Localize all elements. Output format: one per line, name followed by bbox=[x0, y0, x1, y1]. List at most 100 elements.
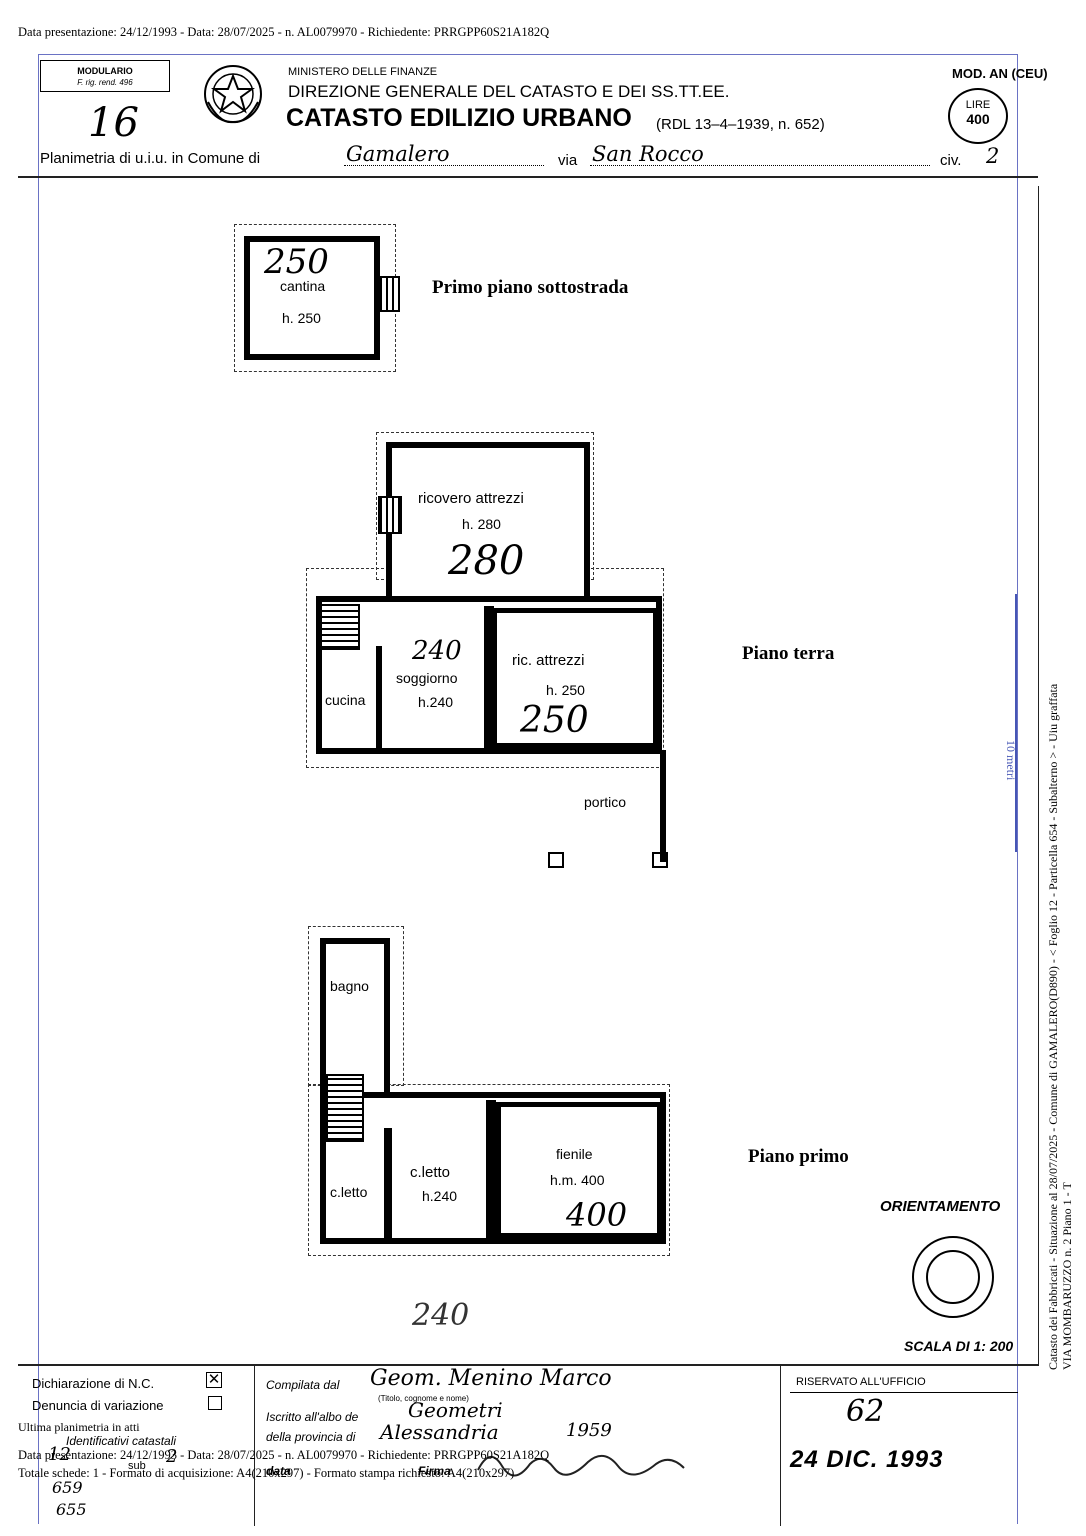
footer-divider-1 bbox=[254, 1366, 255, 1526]
signature-graphic bbox=[477, 1455, 685, 1477]
republic-emblem-icon bbox=[204, 65, 262, 124]
first-stairs bbox=[326, 1074, 364, 1142]
frame-right bbox=[1017, 54, 1018, 1524]
denuncia-checkbox[interactable] bbox=[208, 1396, 222, 1410]
soggiorno-hand: 240 bbox=[412, 636, 462, 666]
scale-label: SCALA DI 1: 200 bbox=[904, 1338, 1014, 1354]
sheet-right-edge bbox=[1038, 186, 1039, 1366]
titolo-hint: (Titolo, cognome e nome) bbox=[378, 1394, 469, 1403]
civ-value: 2 bbox=[986, 144, 1000, 168]
footer-totale-line: Totale schede: 1 - Formato di acquisizio… bbox=[18, 1466, 515, 1480]
comune-value: Gamalero bbox=[346, 142, 450, 166]
cletto-2-height: h.240 bbox=[422, 1188, 458, 1204]
cletto-2-label: c.letto bbox=[410, 1164, 451, 1181]
civ-label: civ. bbox=[940, 152, 962, 169]
data-label: data bbox=[266, 1464, 291, 1478]
direction: DIREZIONE GENERALE DEL CATASTO E DEI SS.… bbox=[288, 82, 730, 101]
ric-attrezzi-height: h. 250 bbox=[546, 682, 585, 698]
wall-soggiorno bbox=[484, 606, 494, 754]
portico-column-2 bbox=[652, 852, 668, 868]
albo-number: 1959 bbox=[566, 1420, 612, 1441]
portico-column-1 bbox=[548, 852, 564, 868]
ric-attrezzi-room bbox=[492, 608, 658, 748]
ground-ext-stairs bbox=[378, 496, 402, 534]
basement-title: Primo piano sottostrada bbox=[432, 277, 629, 298]
dichiarazione-checkbox[interactable]: ✕ bbox=[206, 1371, 222, 1388]
scale-bar-label: 10 metri bbox=[1004, 740, 1018, 781]
footer-rule bbox=[18, 1364, 1038, 1366]
wall-cucina bbox=[376, 646, 382, 754]
comune-dots bbox=[344, 165, 544, 166]
ground-int-stairs bbox=[320, 604, 360, 650]
fienile-label: fienile bbox=[556, 1146, 593, 1162]
first-title: Piano primo bbox=[748, 1146, 849, 1167]
ricovero-attrezzi-label: ricovero attrezzi bbox=[418, 490, 524, 507]
fienile-room bbox=[496, 1102, 662, 1238]
ric-attrezzi-label: ric. attrezzi bbox=[512, 652, 585, 669]
frame-top bbox=[38, 54, 1018, 55]
identificativi-label: Identificativi catastali bbox=[66, 1434, 177, 1448]
catasto-title: CATASTO EDILIZIO URBANO bbox=[286, 104, 632, 132]
lire-stamp: LIRE 400 bbox=[948, 88, 1008, 144]
ministry: MINISTERO DELLE FINANZE bbox=[288, 66, 438, 78]
header-rule bbox=[18, 176, 1038, 178]
via-value: San Rocco bbox=[592, 142, 704, 166]
soggiorno-label: soggiorno bbox=[396, 670, 458, 686]
bagno-label: bagno bbox=[330, 978, 369, 994]
modulario-box: MODULARIO F. rig. rend. 496 bbox=[40, 60, 170, 92]
denuncia-label: Denuncia di variazione bbox=[32, 1398, 164, 1413]
riservato-rule bbox=[790, 1392, 1018, 1393]
sub-value: 2 bbox=[166, 1446, 178, 1467]
dichiarazione-label: Dichiarazione di N.C. bbox=[32, 1376, 155, 1391]
frame-left bbox=[38, 54, 39, 1524]
ricovero-attrezzi-hand: 280 bbox=[448, 538, 525, 584]
cletto-1-label: c.letto bbox=[330, 1184, 368, 1200]
soggiorno-height: h.240 bbox=[418, 694, 454, 710]
particella-2: 655 bbox=[56, 1500, 87, 1519]
sheet-number: 16 bbox=[88, 100, 139, 146]
side-situation-text: Catasto dei Fabbricati - Situazione al 2… bbox=[1046, 683, 1060, 1370]
riservato-label: RISERVATO ALL'UFFICIO bbox=[796, 1376, 926, 1388]
iscritto-label: Iscritto all'albo de bbox=[266, 1410, 359, 1424]
law-reference: (RDL 13–4–1939, n. 652) bbox=[656, 116, 825, 133]
firma-label: Firma bbox=[418, 1464, 451, 1478]
cantina-label: cantina bbox=[280, 278, 326, 294]
first-lower-outline bbox=[308, 1084, 670, 1256]
wall-cletto-2 bbox=[486, 1100, 496, 1244]
provincia-label: della provincia di bbox=[266, 1430, 356, 1444]
compilata-value: Geom. Menino Marco bbox=[370, 1366, 612, 1391]
ground-title: Piano terra bbox=[742, 643, 835, 664]
orientation-circle-icon bbox=[912, 1236, 994, 1318]
sub-label: sub bbox=[128, 1460, 146, 1472]
ufficio-date: 24 DIC. 1993 bbox=[790, 1446, 944, 1473]
cantina-height: h. 250 bbox=[282, 310, 321, 326]
mod-label: MOD. AN (CEU) bbox=[952, 66, 1048, 81]
ric-attrezzi-hand: 250 bbox=[520, 700, 589, 741]
compilata-label: Compilata dal bbox=[266, 1378, 340, 1392]
cucina-label: cucina bbox=[325, 692, 366, 708]
orientation-label: ORIENTAMENTO bbox=[880, 1198, 1001, 1215]
cantina-hand-height: 250 bbox=[264, 242, 329, 282]
modulario-sub: F. rig. rend. 496 bbox=[77, 78, 133, 87]
iscritto-value: Geometri bbox=[408, 1398, 503, 1422]
ufficio-number: 62 bbox=[846, 1394, 885, 1429]
modulario-label: MODULARIO bbox=[77, 66, 133, 76]
footer-divider-2 bbox=[780, 1366, 781, 1526]
fienile-height: h.m. 400 bbox=[550, 1172, 605, 1188]
ricovero-attrezzi-height: h. 280 bbox=[462, 516, 501, 532]
basement-stairs bbox=[378, 276, 400, 312]
side-address-text: VIA MOMBARUZZO n. 2 Piano 1 - T bbox=[1060, 1182, 1074, 1370]
planimetria-label: Planimetria di u.i.u. in Comune di bbox=[40, 150, 261, 167]
provincia-value: Alessandria bbox=[380, 1420, 499, 1444]
ultima-planimetria: Ultima planimetria in atti bbox=[18, 1420, 140, 1434]
via-dots bbox=[590, 165, 930, 166]
wall-cletto-1 bbox=[384, 1128, 392, 1244]
footer-stamp-line: Data presentazione: 24/12/1993 - Data: 2… bbox=[18, 1448, 550, 1462]
top-stamp: Data presentazione: 24/12/1993 - Data: 2… bbox=[18, 25, 550, 39]
portico-label: portico bbox=[584, 794, 627, 810]
first-hand-below: 240 bbox=[412, 1298, 470, 1333]
portico-pillar-line bbox=[660, 750, 666, 862]
foglio-value: 12 bbox=[48, 1444, 71, 1465]
fienile-hand: 400 bbox=[566, 1196, 628, 1234]
via-label: via bbox=[558, 152, 578, 169]
